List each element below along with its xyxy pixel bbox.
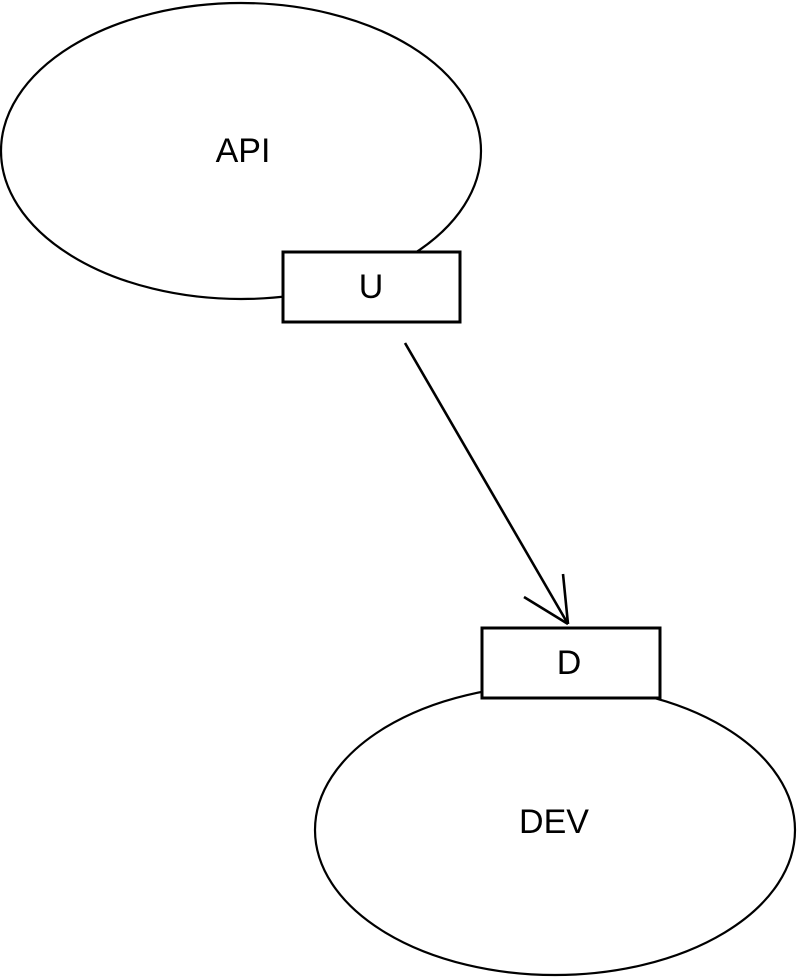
api-node-label: API <box>216 132 271 170</box>
u-node-label: U <box>359 268 384 306</box>
u-node-box <box>281 250 462 324</box>
dev-node-label: DEV <box>519 803 589 841</box>
d-node-label: D <box>557 644 582 682</box>
d-node-box <box>480 626 662 700</box>
open-arrowhead-left-barb-icon <box>523 595 569 626</box>
api-node-ellipse <box>0 1 483 301</box>
u-to-d-edge <box>403 342 570 626</box>
u-to-d-edge-line <box>403 342 570 625</box>
open-arrowhead-right-barb-icon <box>561 573 570 625</box>
